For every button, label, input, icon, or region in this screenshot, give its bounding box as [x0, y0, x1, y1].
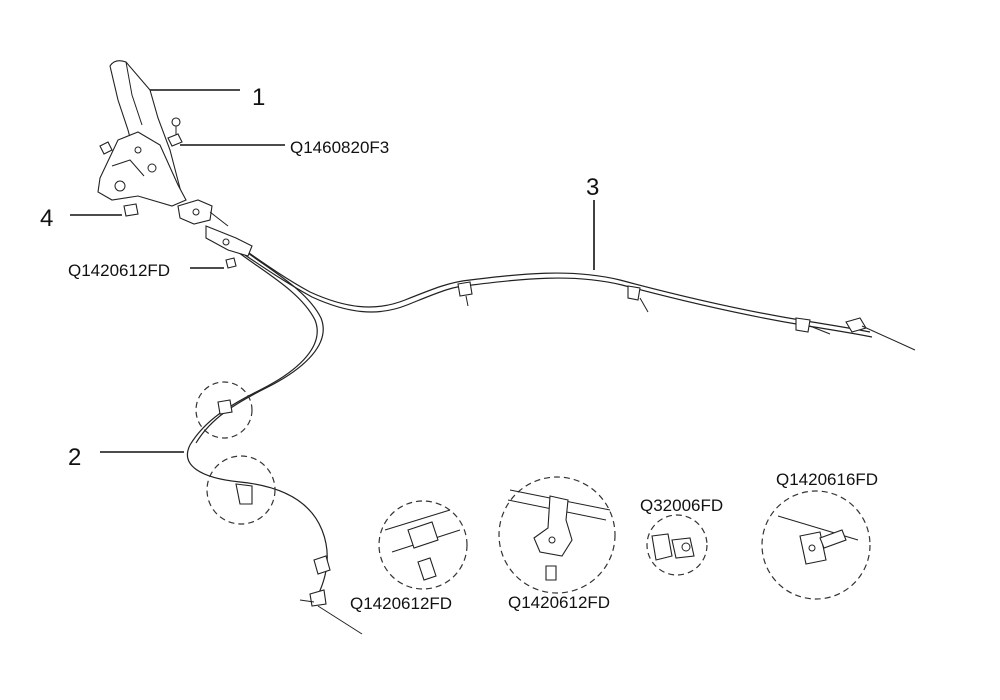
- part-number-detail-nut: Q32006FD: [640, 496, 723, 515]
- rear-cable-2: [186, 243, 363, 635]
- callout-4: 4: [40, 205, 53, 232]
- part-number-detail-bolt-a: Q1420612FD: [350, 594, 452, 613]
- part-number-detail-bolt-b: Q1420612FD: [508, 593, 610, 612]
- callout-2: 2: [68, 444, 81, 471]
- part-number-bracket-bolt-left: Q1420612FD: [68, 261, 170, 280]
- detail-circle-bracket-b: [206, 455, 276, 525]
- detail-view-clip: [378, 500, 468, 590]
- part-number-detail-bolt-c: Q1420616FD: [776, 470, 878, 489]
- center-bracket: [205, 225, 253, 269]
- rear-cable-3: [213, 229, 916, 351]
- detail-circle-bracket-a: [195, 381, 253, 439]
- detail-view-nut: [646, 514, 708, 576]
- detail-view-bracket: [498, 476, 616, 594]
- callout-1: 1: [252, 84, 265, 111]
- detail-view-bolt: [761, 490, 871, 600]
- part-number-lever-bolt: Q1460820F3: [290, 138, 389, 157]
- callout-3: 3: [586, 174, 599, 201]
- hand-brake-lever-assembly: [97, 60, 229, 227]
